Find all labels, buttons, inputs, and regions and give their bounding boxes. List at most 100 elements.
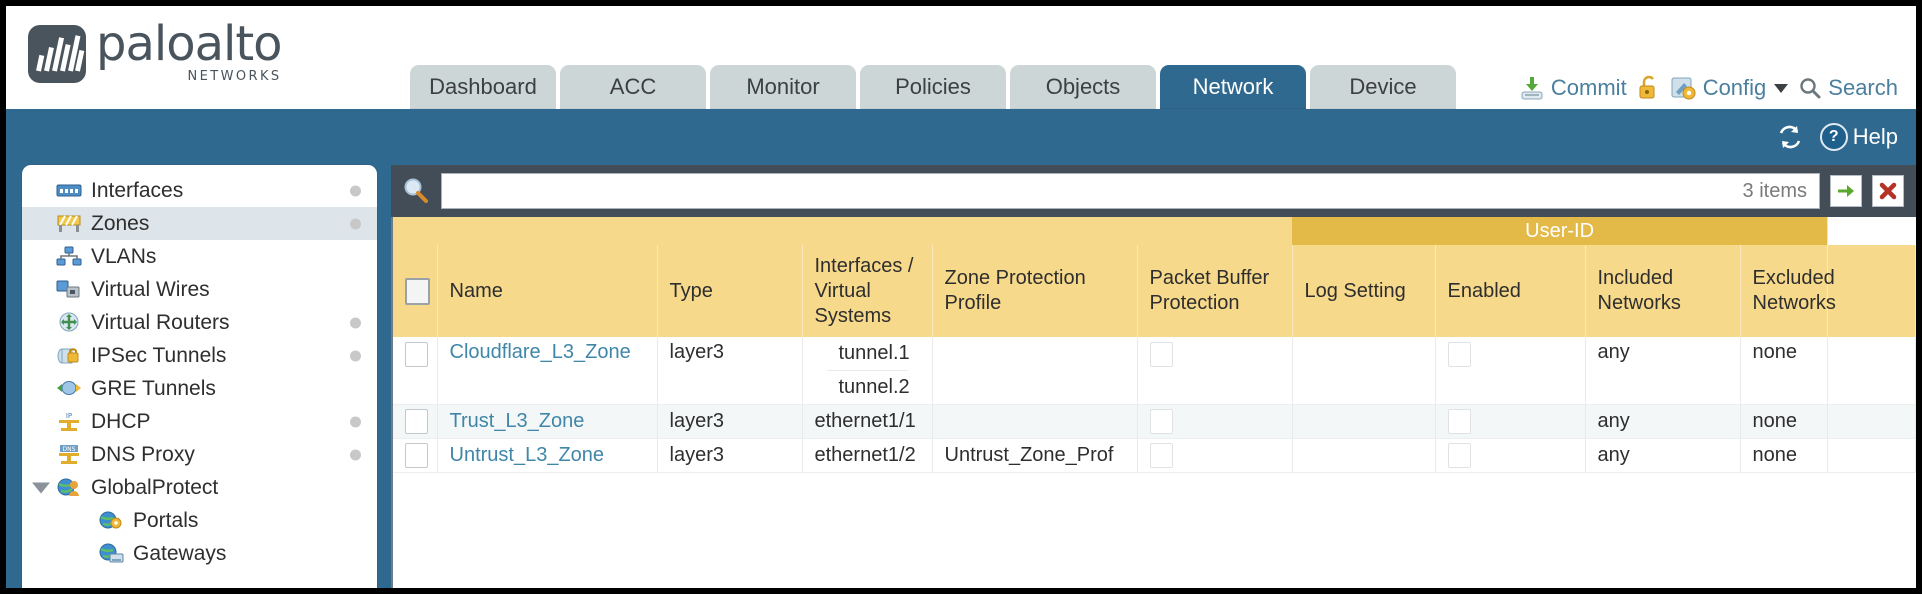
gre-tunnels-icon xyxy=(56,378,82,400)
user-id-enabled-cell[interactable] xyxy=(1435,404,1586,439)
sidebar-item-interfaces[interactable]: Interfaces xyxy=(22,174,377,207)
packet-buffer-protection-checkbox[interactable] xyxy=(1149,443,1173,468)
search-input[interactable]: 3 items xyxy=(441,173,1820,209)
tab-objects[interactable]: Objects xyxy=(1010,65,1156,109)
red-x-icon xyxy=(1879,182,1897,200)
zone-name-link[interactable]: Trust_L3_Zone xyxy=(449,410,585,432)
sidebar-item-dhcp[interactable]: IP DHCP xyxy=(22,405,377,438)
column-header-name[interactable]: Name xyxy=(437,245,658,337)
config-icon xyxy=(1671,77,1696,100)
tab-dashboard[interactable]: Dashboard xyxy=(410,65,556,109)
help-button[interactable]: ? Help xyxy=(1819,123,1898,151)
column-header-type[interactable]: Type xyxy=(657,245,803,337)
chevron-down-icon[interactable] xyxy=(1774,83,1789,93)
column-header-excluded-networks[interactable]: Excluded Networks xyxy=(1740,245,1836,337)
zone-interfaces-cell: ethernet1/1 xyxy=(802,404,933,439)
tab-acc[interactable]: ACC xyxy=(560,65,706,109)
zone-name-cell[interactable]: Untrust_L3_Zone xyxy=(437,438,658,473)
refresh-icon[interactable] xyxy=(1776,124,1804,150)
user-id-enabled-checkbox[interactable] xyxy=(1447,443,1471,468)
sidebar-item-ipsec-tunnels[interactable]: IPSec Tunnels xyxy=(22,339,377,372)
paloalto-logo-icon xyxy=(28,25,86,83)
sidebar-item-gre-tunnels[interactable]: GRE Tunnels xyxy=(22,372,377,405)
column-header-spacer xyxy=(1827,245,1916,337)
packet-buffer-protection-cell[interactable] xyxy=(1137,438,1293,473)
select-all-header[interactable] xyxy=(393,245,438,337)
zone-name-cell[interactable]: Cloudflare_L3_Zone xyxy=(437,337,658,405)
included-networks-cell: any xyxy=(1585,438,1741,473)
row-select-cell[interactable] xyxy=(393,337,438,405)
sidebar-item-globalprotect[interactable]: GlobalProtect xyxy=(22,471,377,504)
portals-icon xyxy=(98,510,124,532)
sidebar-item-vlans[interactable]: VLANs xyxy=(22,240,377,273)
question-mark-icon: ? xyxy=(1819,123,1848,151)
user-id-enabled-cell[interactable] xyxy=(1435,337,1586,405)
row-checkbox[interactable] xyxy=(405,409,428,434)
interfaces-icon xyxy=(56,180,82,202)
column-header-packet-buffer-protection[interactable]: Packet Buffer Protection xyxy=(1137,245,1293,337)
row-select-cell[interactable] xyxy=(393,404,438,439)
group-header-blank xyxy=(393,217,1292,245)
tab-device[interactable]: Device xyxy=(1310,65,1456,109)
select-all-checkbox[interactable] xyxy=(405,277,430,305)
zone-name-cell[interactable]: Trust_L3_Zone xyxy=(437,404,658,439)
items-count: 3 items xyxy=(1742,179,1807,202)
packet-buffer-protection-checkbox[interactable] xyxy=(1149,342,1173,367)
zone-protection-profile-cell xyxy=(932,337,1138,405)
unlock-icon[interactable] xyxy=(1637,75,1661,101)
status-dot xyxy=(350,317,361,328)
sidebar-item-virtual-wires[interactable]: Virtual Wires xyxy=(22,273,377,306)
config-button[interactable]: Config xyxy=(1671,75,1789,101)
zone-type-cell: layer3 xyxy=(657,438,803,473)
packet-buffer-protection-checkbox[interactable] xyxy=(1149,409,1173,434)
commit-button[interactable]: Commit xyxy=(1519,75,1627,101)
tab-network[interactable]: Network xyxy=(1160,65,1306,109)
apply-filter-button[interactable] xyxy=(1830,175,1862,207)
tab-monitor[interactable]: Monitor xyxy=(710,65,856,109)
included-networks-cell: any xyxy=(1585,404,1741,439)
user-id-enabled-checkbox[interactable] xyxy=(1447,409,1471,434)
sidebar: Interfaces Zones xyxy=(22,165,377,588)
search-toolbar: 3 items xyxy=(391,165,1916,217)
zones-table-body: Cloudflare_L3_Zone layer3 tunnel.1 tunne… xyxy=(393,337,1916,588)
column-header-interfaces[interactable]: Interfaces / Virtual Systems xyxy=(802,245,933,337)
row-spacer-cell xyxy=(1827,404,1916,439)
sidebar-item-label: IPSec Tunnels xyxy=(91,343,227,367)
search-button[interactable]: Search xyxy=(1798,75,1898,101)
content-panel: 3 items xyxy=(391,165,1916,588)
app-body: Interfaces Zones xyxy=(6,165,1916,588)
column-header-zone-protection-profile[interactable]: Zone Protection Profile xyxy=(932,245,1138,337)
row-checkbox[interactable] xyxy=(405,342,428,367)
zone-interfaces-cell: ethernet1/2 xyxy=(802,438,933,473)
zone-type-cell: layer3 xyxy=(657,404,803,439)
chevron-down-icon[interactable] xyxy=(32,482,50,493)
brand-name: paloalto xyxy=(96,16,283,72)
tab-policies[interactable]: Policies xyxy=(860,65,1006,109)
dhcp-icon: IP xyxy=(56,411,82,433)
brand-logo: paloalto NETWORKS xyxy=(28,16,283,83)
column-header-enabled[interactable]: Enabled xyxy=(1435,245,1586,337)
search-icon[interactable] xyxy=(401,176,431,206)
user-id-enabled-checkbox[interactable] xyxy=(1447,342,1471,367)
zone-name-link[interactable]: Untrust_L3_Zone xyxy=(449,444,605,466)
sidebar-item-gateways[interactable]: Gateways xyxy=(22,537,377,570)
user-id-enabled-cell[interactable] xyxy=(1435,438,1586,473)
sidebar-item-label: GRE Tunnels xyxy=(91,376,216,400)
clear-filter-button[interactable] xyxy=(1872,175,1904,207)
table-row[interactable]: Untrust_L3_Zone layer3 ethernet1/2 Untru… xyxy=(393,438,1916,473)
sidebar-item-zones[interactable]: Zones xyxy=(22,207,377,240)
packet-buffer-protection-cell[interactable] xyxy=(1137,404,1293,439)
table-row[interactable]: Cloudflare_L3_Zone layer3 tunnel.1 tunne… xyxy=(393,337,1916,405)
table-row[interactable]: Trust_L3_Zone layer3 ethernet1/1 xyxy=(393,404,1916,439)
packet-buffer-protection-cell[interactable] xyxy=(1137,337,1293,405)
zone-name-link[interactable]: Cloudflare_L3_Zone xyxy=(449,341,631,363)
row-checkbox[interactable] xyxy=(405,443,428,468)
sidebar-item-portals[interactable]: Portals xyxy=(22,504,377,537)
ipsec-tunnels-icon xyxy=(56,345,82,367)
sidebar-item-dns-proxy[interactable]: DNS DNS Proxy xyxy=(22,438,377,471)
zones-table: User-ID Name Type Interfaces / Virtual S… xyxy=(393,217,1916,588)
sidebar-item-virtual-routers[interactable]: Virtual Routers xyxy=(22,306,377,339)
column-header-included-networks[interactable]: Included Networks xyxy=(1585,245,1741,337)
column-header-log-setting[interactable]: Log Setting xyxy=(1292,245,1436,337)
row-select-cell[interactable] xyxy=(393,438,438,473)
